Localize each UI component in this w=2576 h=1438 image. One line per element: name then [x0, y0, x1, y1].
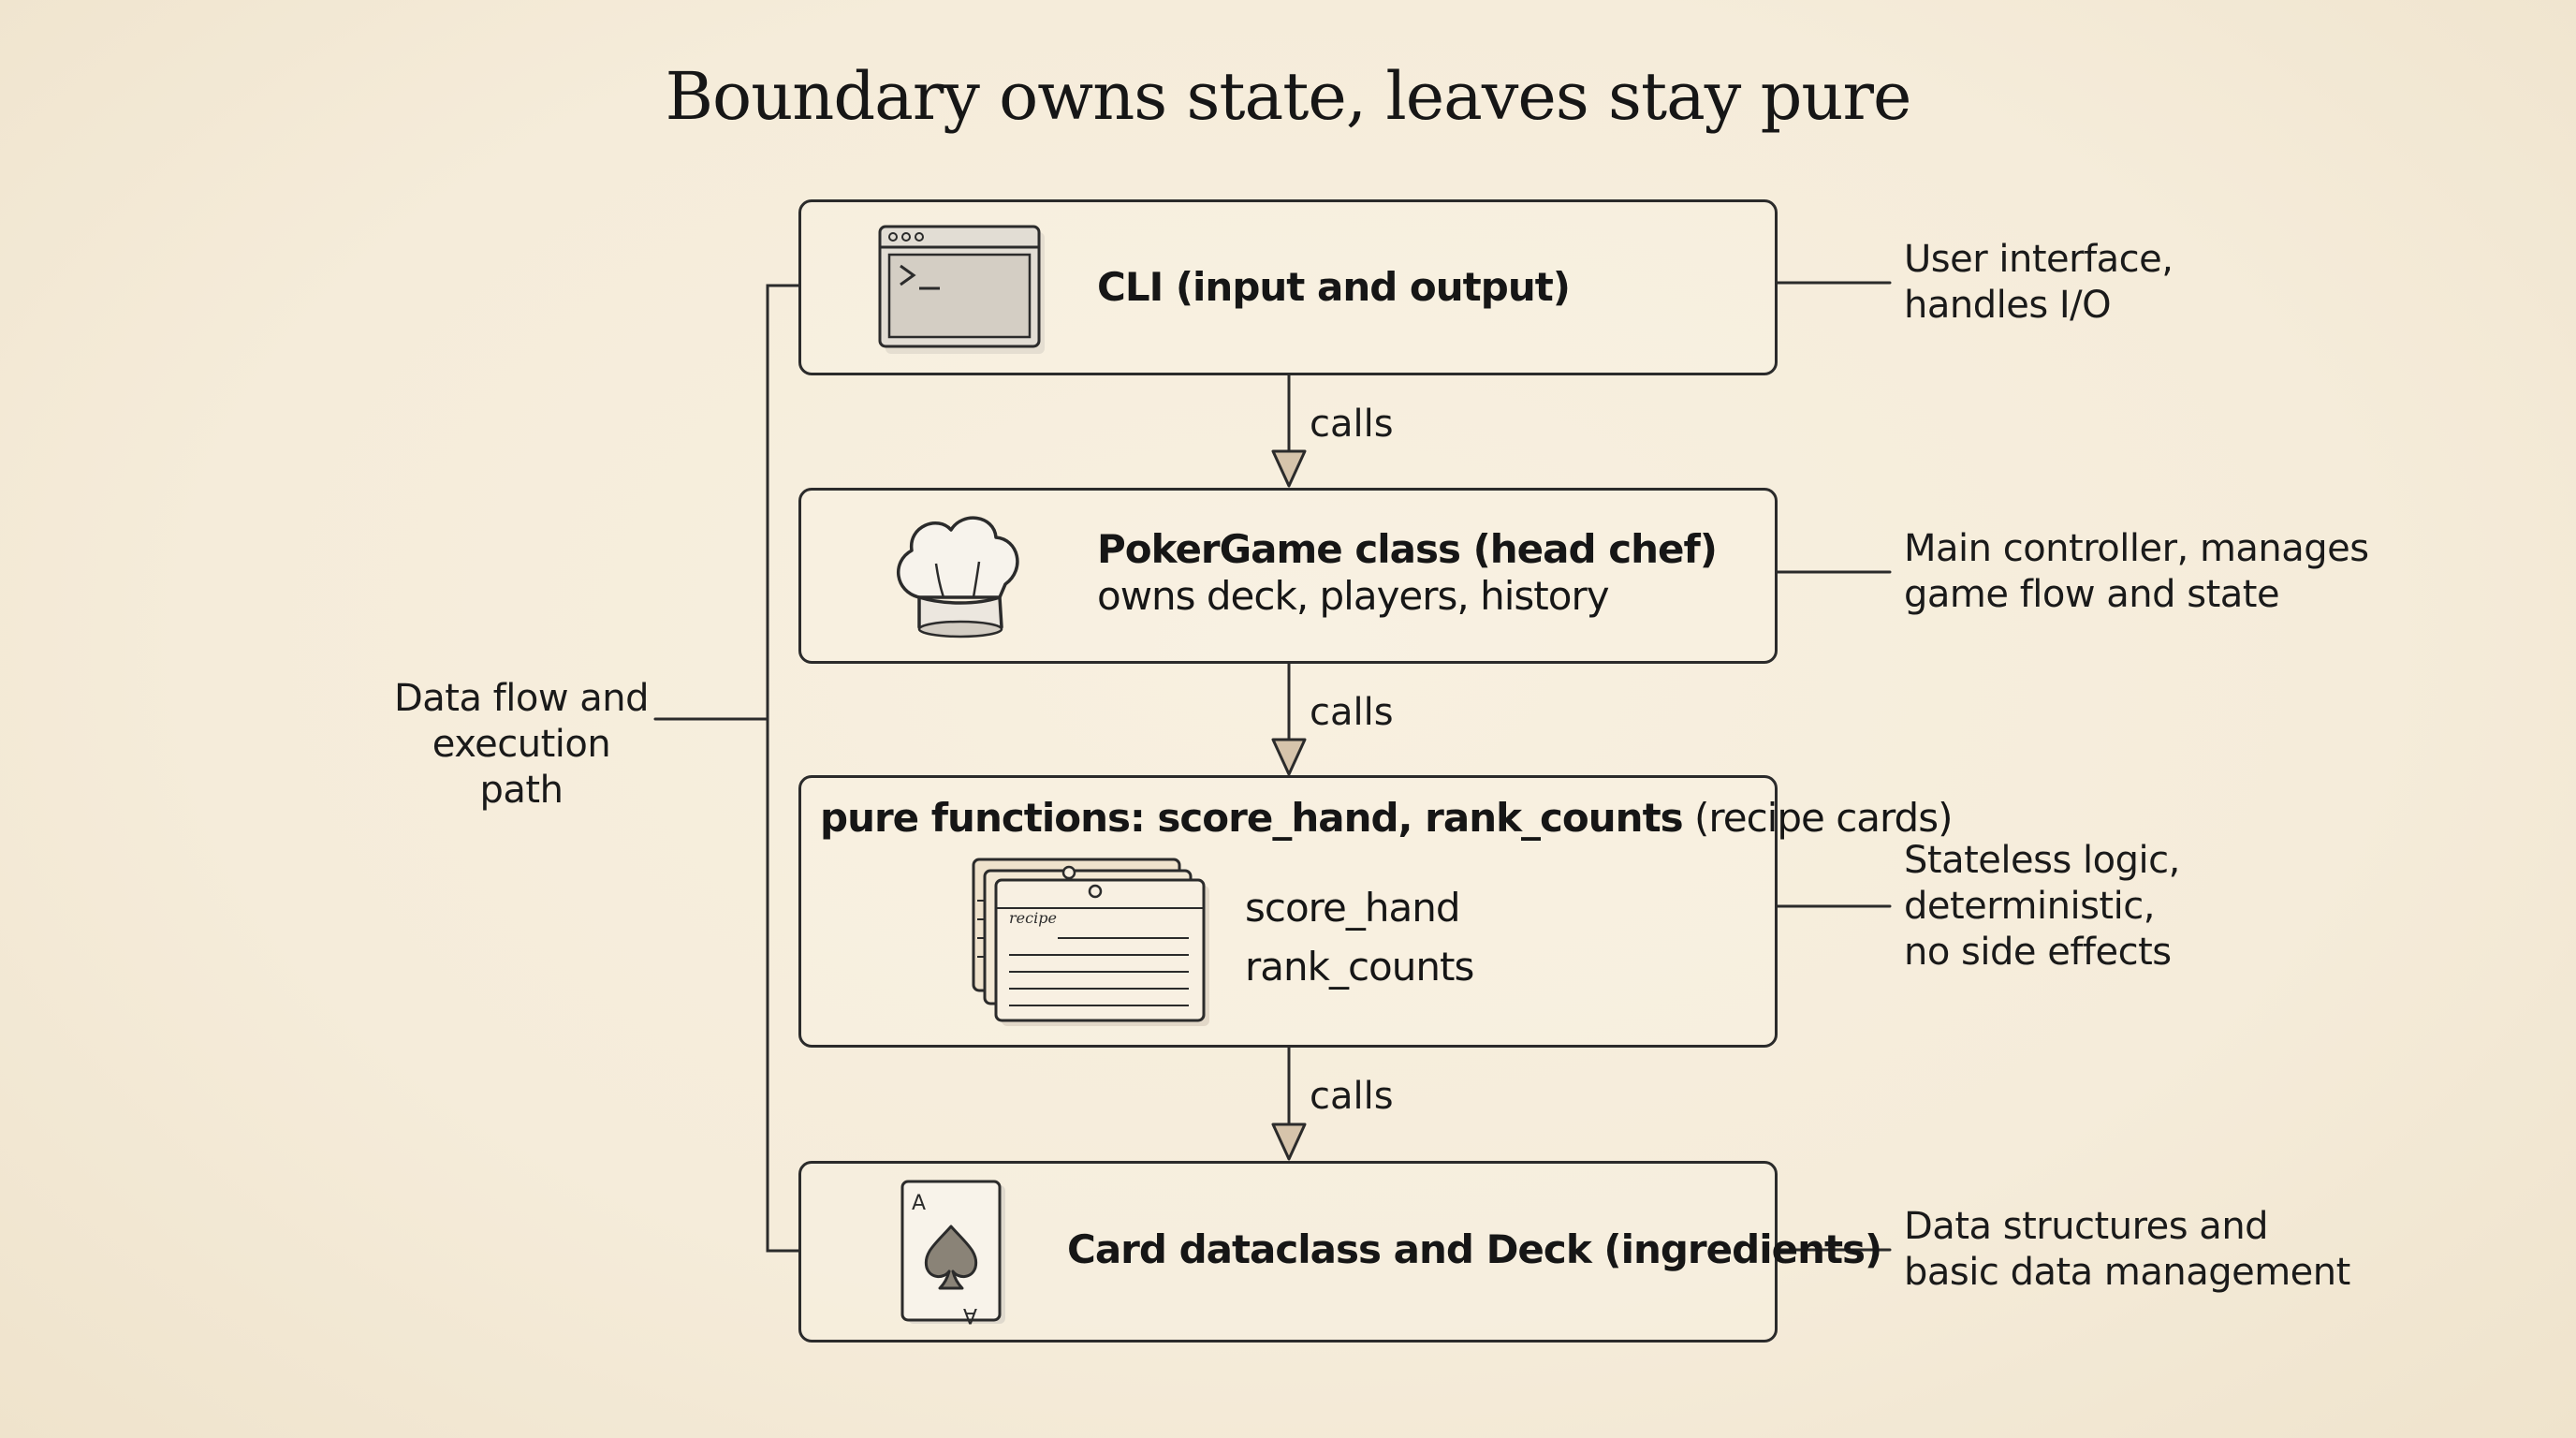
- side-label: Data flow and execution path: [393, 677, 650, 812]
- pokergame-note: Main controller, manages game flow and s…: [1904, 527, 2369, 616]
- left-bracket: [766, 284, 800, 1253]
- card-rank-top: A: [912, 1192, 926, 1215]
- cli-label: CLI (input and output): [1097, 264, 1571, 310]
- pure-functions-note: Stateless logic, deterministic, no side …: [1904, 839, 2180, 974]
- calls-label-1: calls: [1310, 403, 1394, 446]
- pokergame-sub: owns deck, players, history: [1097, 573, 1610, 619]
- calls-label-2: calls: [1310, 691, 1394, 734]
- card-deck-label: Card dataclass and Deck (ingredients): [1067, 1226, 1882, 1272]
- diagram-title: Boundary owns state, leaves stay pure: [665, 58, 1912, 135]
- fn-rank-counts: rank_counts: [1245, 944, 1474, 990]
- calls-label-3: calls: [1310, 1075, 1394, 1118]
- chef-hat-icon: [897, 516, 1019, 638]
- layer-pure-functions: [798, 775, 1778, 1048]
- arrow-2-head: [1271, 738, 1307, 776]
- pure-functions-label: pure functions: score_hand, rank_counts …: [820, 795, 1953, 841]
- ace-of-spades-card-icon: A A: [900, 1180, 1005, 1327]
- fn-score-hand: score_hand: [1245, 885, 1460, 931]
- cli-note: User interface, handles I/O: [1904, 238, 2174, 327]
- recipe-word: recipe: [1009, 909, 1057, 927]
- recipe-cards-icon: recipe: [972, 858, 1209, 1026]
- terminal-window-icon: [878, 225, 1045, 354]
- card-deck-note: Data structures and basic data managemen…: [1904, 1205, 2350, 1294]
- arrow-1-head: [1271, 449, 1307, 488]
- pokergame-label: PokerGame class (head chef): [1097, 526, 1718, 572]
- arrow-3-head: [1271, 1123, 1307, 1161]
- card-rank-bottom: A: [963, 1303, 977, 1327]
